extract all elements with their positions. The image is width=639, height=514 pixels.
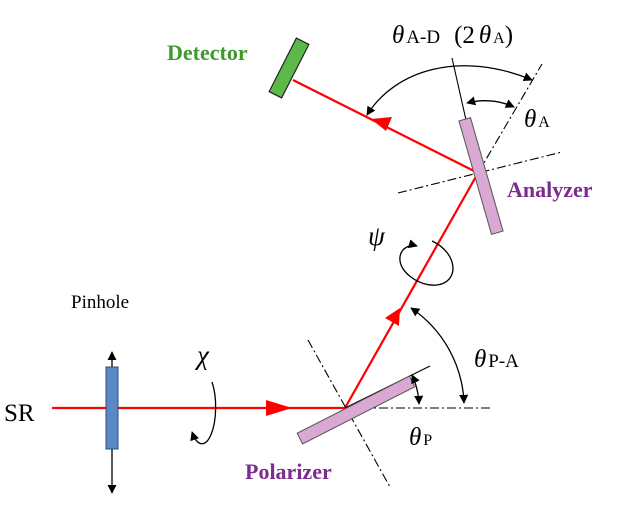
beam-path <box>52 79 479 416</box>
analyzer-label: Analyzer <box>507 177 593 202</box>
analyzer: Analyzer <box>397 57 593 235</box>
chi-rotation-arrow <box>190 381 217 445</box>
polarizer-normal <box>307 339 391 488</box>
detector: Detector <box>167 37 310 99</box>
detector-element <box>268 37 310 99</box>
sr-label: SR <box>4 400 35 427</box>
beam-arrow-up <box>385 308 400 326</box>
pinhole: Pinhole <box>71 292 129 494</box>
theta-pa-arc <box>410 307 469 404</box>
chi-rotation: χ <box>190 340 217 445</box>
polarizer-mirror <box>296 375 416 445</box>
detector-label: Detector <box>167 40 248 65</box>
beam-arrow-horizontal <box>266 400 292 416</box>
psi-rotation-arrow <box>399 239 454 286</box>
beam-arrow-detector <box>371 117 392 131</box>
analyzer-horizontal <box>397 151 563 194</box>
pinhole-plate <box>105 366 119 450</box>
psi-label: ψ <box>368 221 386 251</box>
theta-a-arc <box>466 96 515 108</box>
chi-label: χ <box>194 340 210 370</box>
polarizer: Polarizer <box>245 339 493 488</box>
theta-ad-arc <box>366 65 533 116</box>
analyzer-mirror <box>458 117 504 235</box>
pinhole-label: Pinhole <box>71 292 129 313</box>
beam-polarizer-to-analyzer <box>344 172 479 409</box>
polarizer-label: Polarizer <box>245 459 332 484</box>
theta-p-arc <box>411 374 424 405</box>
psi-rotation: ψ <box>368 221 454 286</box>
